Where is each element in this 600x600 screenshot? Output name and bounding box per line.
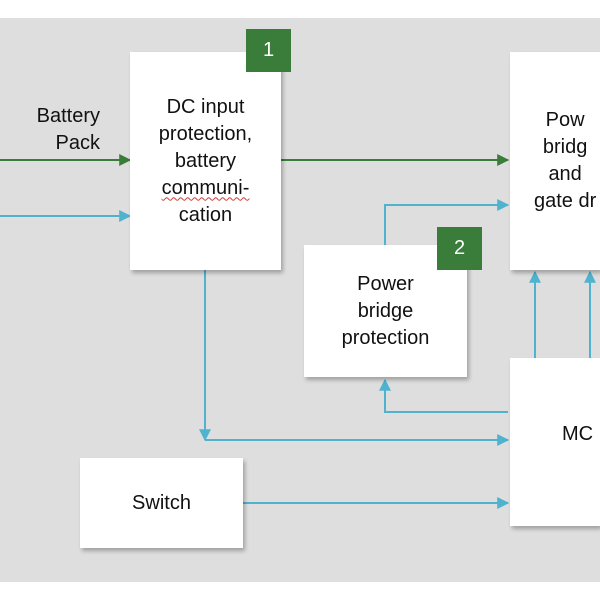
battery-pack-label: Battery Pack xyxy=(36,105,100,154)
block-number-badge-1: 1 xyxy=(246,29,291,72)
power-bridge-gate-driver-text: Pow bridg and gate dr xyxy=(534,109,597,212)
dc-input-protection-text: DC input protection, battery communi- ca… xyxy=(159,94,252,229)
power-bridge-gate-driver-block[interactable]: Pow bridg and gate dr xyxy=(510,52,600,270)
dc-input-line: protection, xyxy=(158,122,253,145)
mcu-block[interactable]: MC xyxy=(510,358,600,526)
dc-input-line: DC input xyxy=(166,95,245,118)
power-bridge-protection-block[interactable]: Power bridge protection xyxy=(304,245,467,377)
switch-block[interactable]: Switch xyxy=(80,458,243,548)
switch-text: Switch xyxy=(132,491,191,514)
dc-input-line: communi- xyxy=(161,176,250,199)
block-number-badge-2: 2 xyxy=(437,227,482,270)
dc-input-line: cation xyxy=(178,203,233,226)
signal-line-protection-to-bridge xyxy=(384,199,510,245)
dc-input-protection-block[interactable]: DC input protection, battery communi- ca… xyxy=(130,52,281,270)
dc-input-line: battery xyxy=(174,149,237,172)
mcu-text: MC xyxy=(562,422,594,445)
power-bridge-protection-text: Power bridge protection xyxy=(341,272,430,349)
signal-line-mcu-to-protection xyxy=(379,378,508,413)
